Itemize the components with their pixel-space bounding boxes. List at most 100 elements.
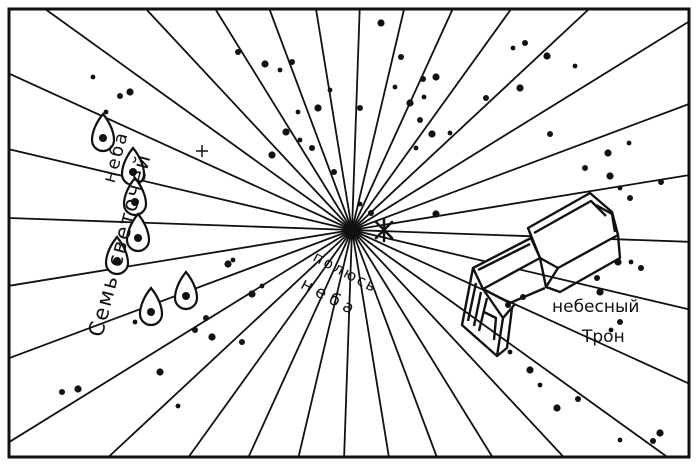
star-icon (248, 290, 256, 298)
star-icon (331, 169, 337, 175)
sky-ray (351, 229, 690, 243)
sky-ray (297, 229, 353, 458)
sky-ray (187, 229, 353, 458)
star-icon (604, 149, 612, 157)
sky-ray (351, 20, 690, 231)
star-icon (398, 54, 404, 60)
sky-ray (351, 8, 590, 231)
star-icon (59, 389, 65, 395)
star-icon (327, 87, 333, 93)
star-icon (309, 145, 315, 151)
lamp-flame-icon (173, 270, 199, 311)
star-icon (230, 257, 236, 263)
star-icon (357, 201, 363, 207)
star-icon (74, 385, 82, 393)
star-icon (297, 137, 303, 143)
frame-border (7, 7, 691, 459)
star-icon (553, 404, 561, 412)
small-cross-star-icon (196, 145, 208, 157)
sky-ray (351, 229, 438, 458)
star-icon (432, 73, 440, 81)
sky-ray (8, 217, 353, 231)
sky-ray (44, 8, 353, 231)
star-icon (522, 40, 528, 46)
throne-star-icon (594, 275, 600, 281)
sky-ray (351, 229, 668, 458)
lamp-flame-icon (104, 235, 130, 276)
star-icon (103, 109, 109, 115)
diagram-frame (7, 7, 691, 459)
star-icon (126, 88, 134, 96)
star-icon (90, 74, 96, 80)
star-icon (314, 104, 322, 112)
star-icon (377, 19, 385, 27)
star-icon (650, 438, 656, 444)
star-icon (417, 117, 423, 123)
star-icon (368, 210, 374, 216)
sky-ray (343, 229, 353, 458)
sky-ray (268, 8, 353, 231)
sky-ray (351, 8, 512, 231)
star-icon (421, 94, 427, 100)
sky-ray (351, 174, 690, 231)
star-icon (483, 95, 489, 101)
star-icon (268, 151, 276, 159)
sky-ray (351, 8, 361, 231)
star-icon (239, 339, 245, 345)
star-icon (575, 396, 581, 402)
sky-ray (351, 8, 454, 231)
star-icon (447, 130, 453, 136)
celestial-throne-drawing (460, 191, 622, 358)
star-icon (235, 49, 241, 55)
seven-lamps (90, 112, 199, 327)
star-icon (289, 59, 295, 65)
sky-ray (351, 229, 690, 385)
throne-label-line2: Трон (581, 327, 625, 347)
star-icon (572, 63, 578, 69)
star-icon (132, 319, 138, 325)
star-icon (224, 260, 232, 268)
star-icon (357, 105, 363, 111)
star-icon (259, 283, 265, 289)
sky-ray (8, 72, 353, 231)
sky-ray (8, 229, 353, 443)
throne-label: небесный Трон (552, 297, 639, 347)
lamp-flame-icon (122, 176, 148, 217)
star-icon (617, 319, 623, 325)
sky-ray (351, 229, 494, 458)
star-icon (261, 60, 269, 68)
star-icon (543, 52, 551, 60)
sky-ray (214, 8, 353, 231)
star-icon (617, 185, 623, 191)
star-icon (658, 179, 664, 185)
star-icon (175, 403, 181, 409)
star-icon (432, 210, 440, 218)
throne-label-line1: небесный (552, 297, 639, 317)
star-icon (656, 429, 664, 437)
star-icon (582, 165, 588, 171)
star-icon (392, 84, 398, 90)
sky-ray (315, 8, 353, 231)
star-field (59, 19, 664, 444)
sky-ray (107, 229, 353, 458)
star-icon (428, 130, 436, 138)
star-icon (156, 368, 164, 376)
star-icon (638, 265, 644, 271)
star-icon (277, 67, 283, 73)
star-icon (406, 99, 414, 107)
star-icon (208, 333, 216, 341)
star-icon (627, 195, 633, 201)
lamp-flame-icon (125, 212, 151, 253)
star-icon (617, 437, 623, 443)
sky-ray (351, 229, 390, 458)
star-icon (282, 128, 290, 136)
star-icon (420, 76, 426, 82)
star-icon (413, 145, 419, 151)
star-icon (507, 349, 513, 355)
star-icon (295, 109, 301, 115)
lamp-flame-icon (90, 112, 116, 153)
star-icon (626, 140, 632, 146)
sky-ray (351, 8, 405, 231)
sky-ray (8, 148, 353, 231)
